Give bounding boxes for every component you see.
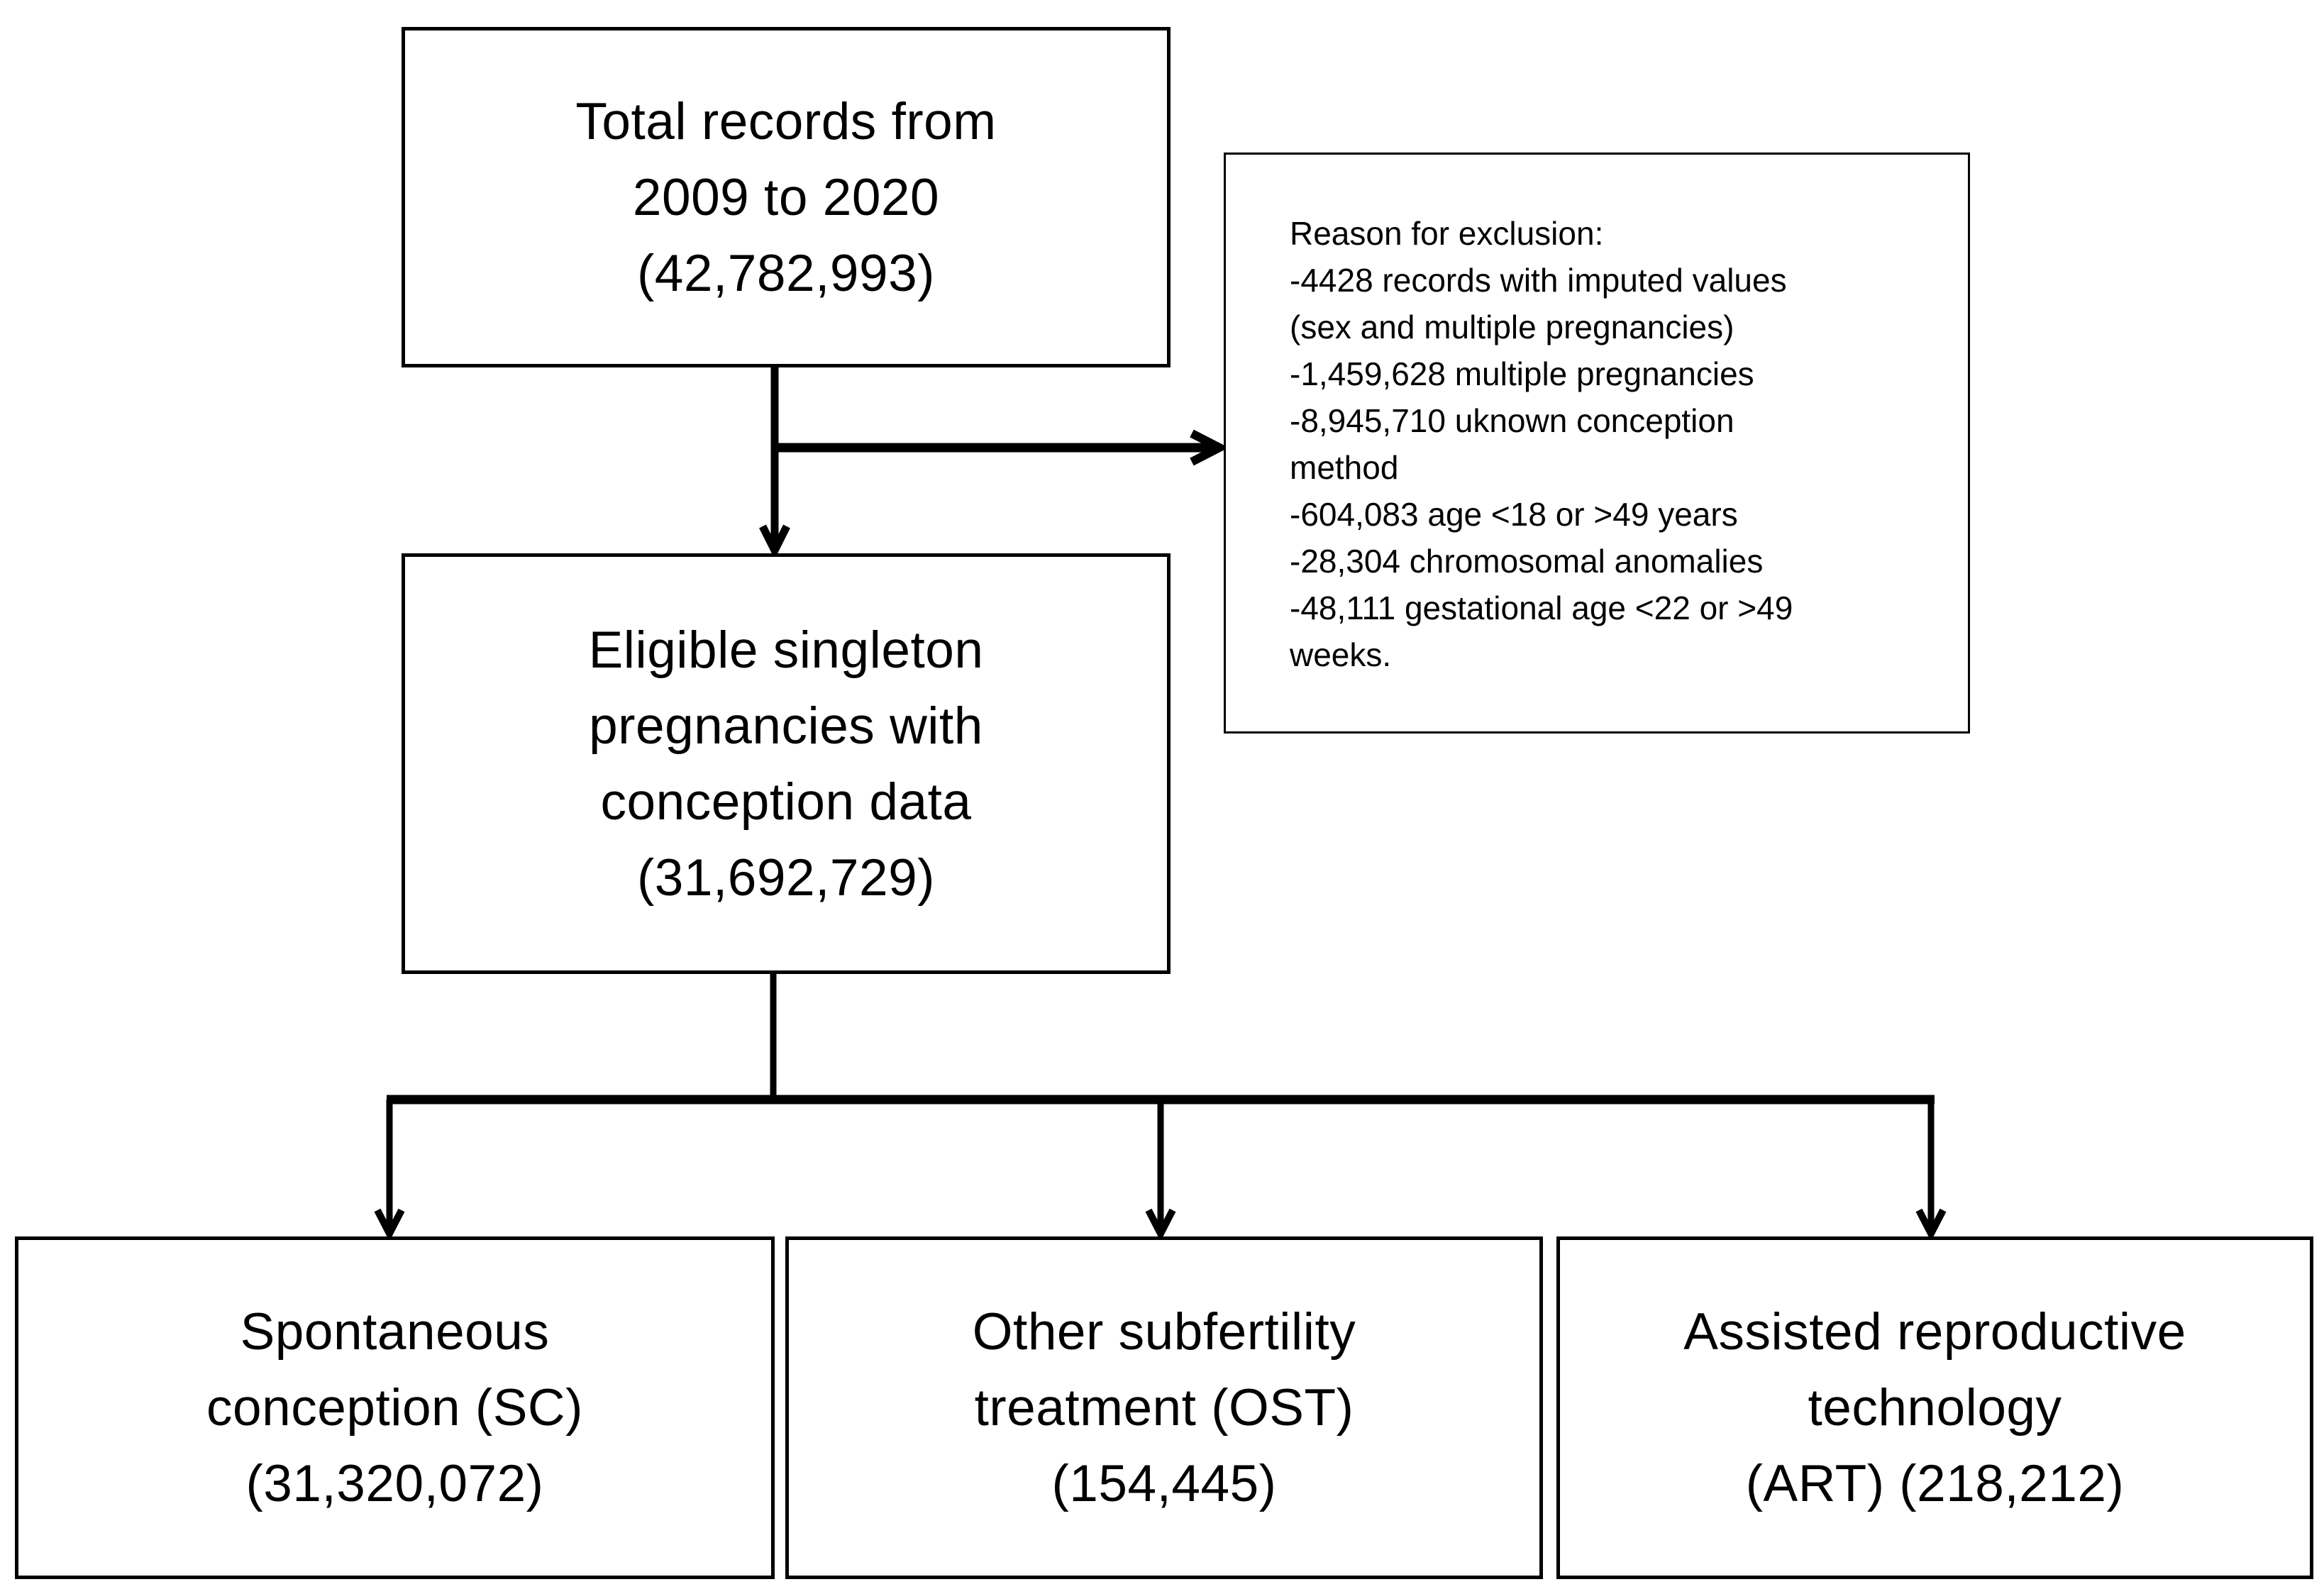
arrow-total-to-exclusion bbox=[775, 429, 1229, 466]
arrow-branch-to-ost bbox=[1145, 1100, 1176, 1241]
arrow-branch-to-sc bbox=[374, 1100, 405, 1241]
assisted-reproductive-technology-box: Assisted reproductive technology (ART) (… bbox=[1556, 1236, 2313, 1579]
arrow-total-to-eligible bbox=[759, 366, 790, 560]
total-records-box: Total records from 2009 to 2020 (42,782,… bbox=[402, 27, 1171, 367]
exclusion-reasons-box: Reason for exclusion: -4428 records with… bbox=[1224, 153, 1970, 734]
other-subfertility-treatment-box: Other subfertility treatment (OST) (154,… bbox=[785, 1236, 1543, 1579]
eligible-pregnancies-box: Eligible singleton pregnancies with conc… bbox=[402, 553, 1171, 974]
spontaneous-conception-box: Spontaneous conception (SC) (31,320,072) bbox=[15, 1236, 775, 1579]
arrow-branch-to-art bbox=[1915, 1095, 1947, 1241]
